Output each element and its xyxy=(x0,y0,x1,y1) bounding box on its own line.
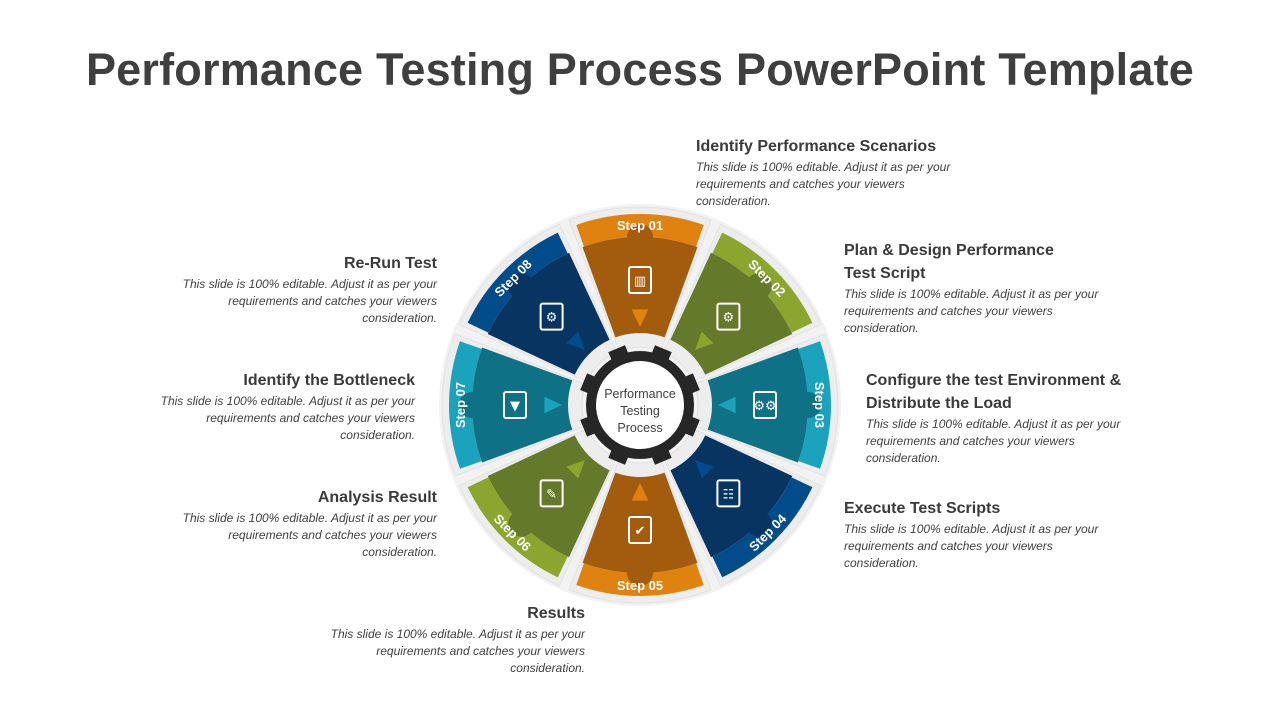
step-label: Step 03 xyxy=(812,382,827,428)
step-desc: This slide is 100% editable. Adjust it a… xyxy=(182,277,437,325)
funnel-icon xyxy=(503,391,527,419)
gear-refresh-icon-glyph: ⚙ xyxy=(546,311,558,326)
clipboard-chart-icon xyxy=(539,479,564,508)
step-title: Re-Run Test xyxy=(343,255,437,272)
step-arrow xyxy=(566,460,585,479)
checklist-gear-icon-glyph: ☷ xyxy=(723,487,735,502)
step-desc: This slide is 100% editable. Adjust it a… xyxy=(866,417,1121,465)
step-desc: This slide is 100% editable. Adjust it a… xyxy=(844,522,1099,570)
step-knob xyxy=(795,392,821,418)
step-title: Identify Performance Scenarios xyxy=(696,138,937,155)
gears-monitor-icon xyxy=(753,391,777,419)
step-wedge xyxy=(582,236,698,338)
center-circle xyxy=(596,361,684,449)
document-check-icon xyxy=(628,516,652,544)
blueprint-icon xyxy=(716,302,741,331)
step-label: Step 07 xyxy=(453,382,468,428)
center-label: Performance xyxy=(604,387,676,401)
step-02-text: Plan & Design Performance Test Script Th… xyxy=(844,239,1100,337)
blueprint-icon-glyph: ⚙ xyxy=(723,311,735,326)
step-wedge xyxy=(707,347,808,463)
report-chart-icon xyxy=(628,266,652,294)
gear-refresh-icon xyxy=(539,302,564,331)
step-arrow xyxy=(695,331,714,350)
center-label: Process xyxy=(617,421,662,435)
step-arrow xyxy=(566,331,585,350)
step-title: Results xyxy=(527,605,585,622)
step-wedge xyxy=(472,347,573,463)
gears-monitor-icon-glyph: ⚙⚙ xyxy=(753,399,776,414)
step-desc: This slide is 100% editable. Adjust it a… xyxy=(160,394,415,442)
step-desc: This slide is 100% editable. Adjust it a… xyxy=(844,287,1099,335)
center-label: Testing xyxy=(620,404,660,418)
checklist-gear-icon xyxy=(716,479,741,508)
step-title: Analysis Result xyxy=(317,489,437,506)
step-label: Step 05 xyxy=(617,578,663,593)
step-title: Execute Test Scripts xyxy=(844,500,1001,517)
step-arrow xyxy=(695,460,714,479)
step-desc: This slide is 100% editable. Adjust it a… xyxy=(696,160,951,208)
step-08-text: Re-Run Test This slide is 100% editable.… xyxy=(181,252,437,327)
step-knob xyxy=(627,560,653,586)
step-desc: This slide is 100% editable. Adjust it a… xyxy=(182,511,437,559)
step-07-text: Identify the Bottleneck This slide is 10… xyxy=(159,369,415,444)
report-chart-icon-glyph: ▥ xyxy=(634,274,646,289)
step-title: Plan & Design Performance Test Script xyxy=(844,242,1054,282)
step-arrow xyxy=(544,396,562,414)
step-knob xyxy=(508,273,535,300)
step-05-text: Results This slide is 100% editable. Adj… xyxy=(329,602,585,677)
step-03-text: Configure the test Environment & Distrib… xyxy=(866,369,1122,467)
step-arrow xyxy=(631,483,649,501)
document-check-icon-glyph: ✔ xyxy=(635,524,646,539)
step-arrow xyxy=(631,309,649,327)
step-knob xyxy=(627,224,653,250)
step-title: Configure the test Environment & Distrib… xyxy=(866,372,1122,412)
funnel-icon-glyph: ▼ xyxy=(510,399,520,414)
step-wedge xyxy=(582,472,698,573)
step-arrow xyxy=(718,396,736,414)
step-04-text: Execute Test Scripts This slide is 100% … xyxy=(844,497,1100,572)
step-desc: This slide is 100% editable. Adjust it a… xyxy=(330,627,585,675)
step-06-text: Analysis Result This slide is 100% edita… xyxy=(181,486,437,561)
step-label: Step 01 xyxy=(617,218,663,233)
step-knob xyxy=(459,392,485,418)
step-knob xyxy=(745,510,772,537)
step-01-text: Identify Performance Scenarios This slid… xyxy=(696,135,958,210)
step-title: Identify the Bottleneck xyxy=(243,372,415,389)
step-knob xyxy=(745,273,772,300)
clipboard-chart-icon-glyph: ✎ xyxy=(546,487,557,502)
slide-title: Performance Testing Process PowerPoint T… xyxy=(85,44,1195,95)
step-knob xyxy=(508,510,535,537)
